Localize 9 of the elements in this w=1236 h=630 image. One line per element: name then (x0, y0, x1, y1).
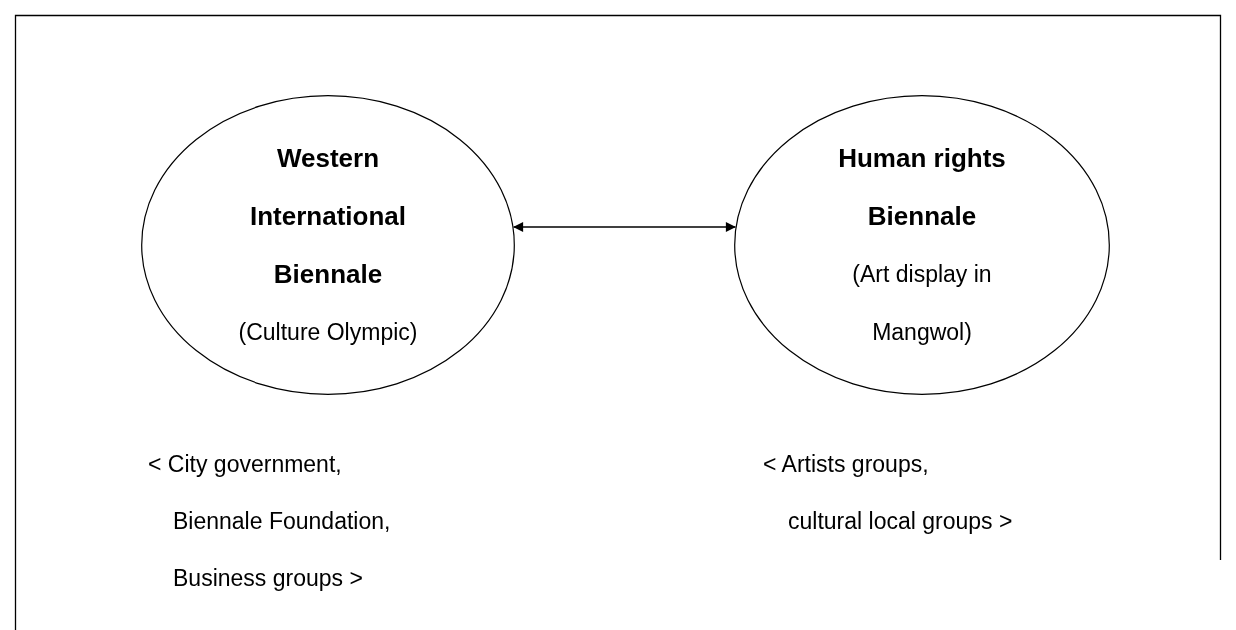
stakeholder-note: < City government, Biennale Foundation, Business groups > (148, 450, 391, 593)
double-arrow (513, 222, 736, 232)
node-subtitle: (Art display in Mangwol) (851, 260, 993, 347)
node-title: Human rights Biennale (837, 142, 1007, 233)
ellipse-node (141, 95, 515, 395)
ellipse-node (734, 95, 1110, 395)
stakeholder-note: < Artists groups, cultural local groups > (763, 450, 1013, 536)
node-subtitle: (Culture Olympic) (237, 318, 419, 347)
node-title: Western International Biennale (249, 142, 407, 291)
